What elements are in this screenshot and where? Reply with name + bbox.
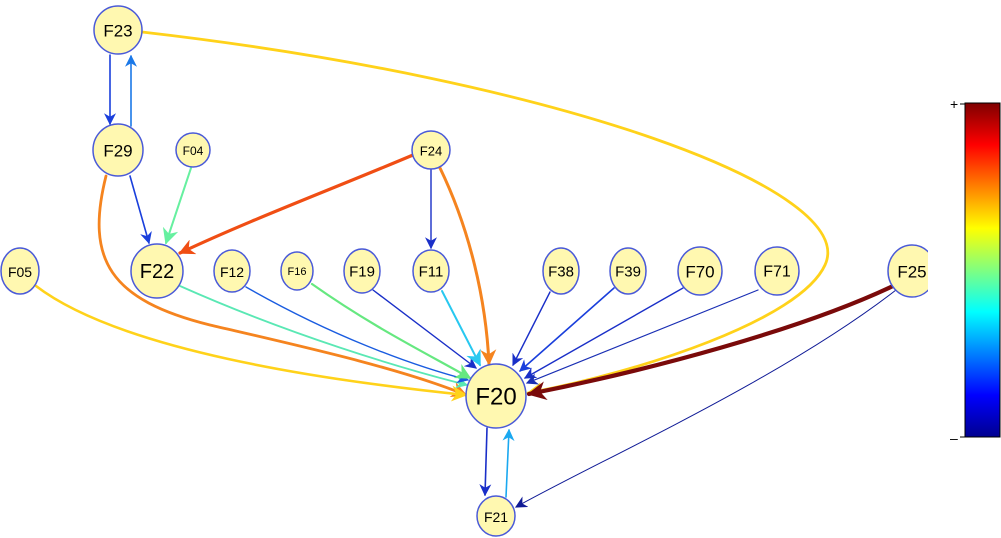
- colorbar-gradient: [964, 102, 1001, 438]
- node-label: F20: [475, 384, 516, 411]
- node-f71: F71: [754, 246, 800, 296]
- node-label: F24: [420, 144, 442, 159]
- node-f19: F19: [343, 248, 381, 294]
- node-circle: [476, 495, 516, 537]
- edge-f24-to-f20: [438, 166, 497, 366]
- node-f70: F70: [677, 246, 723, 296]
- node-label: F22: [140, 261, 174, 283]
- node-circle: [280, 251, 314, 291]
- node-circle: [465, 363, 527, 429]
- edge-f39-to-f20: [519, 287, 615, 372]
- node-label: F23: [103, 22, 132, 41]
- node-label: F05: [8, 264, 32, 280]
- edge-f21-to-f20: [502, 428, 515, 498]
- node-circle: [130, 243, 184, 299]
- node-label: F25: [897, 263, 926, 282]
- node-f24: F24: [411, 130, 451, 170]
- node-f29: F29: [92, 123, 144, 177]
- node-label: F16: [288, 266, 307, 278]
- node-label: F04: [183, 144, 204, 158]
- node-f05: F05: [0, 247, 40, 295]
- node-label: F39: [615, 264, 641, 281]
- node-f11: F11: [412, 249, 450, 293]
- node-circle: [677, 246, 723, 296]
- edge-f05-to-f20: [34, 284, 468, 402]
- node-circle: [175, 132, 211, 168]
- node-f23: F23: [93, 5, 143, 55]
- node-circle: [754, 246, 800, 296]
- edge-f71-to-f20: [525, 289, 759, 385]
- node-circle: [93, 5, 143, 55]
- edge-f23-to-f20: [140, 30, 829, 399]
- edge-f20-to-f21: [479, 427, 492, 497]
- edge-f22-to-f20: [179, 285, 469, 389]
- node-circle: [412, 249, 450, 293]
- node-label: F19: [349, 264, 375, 281]
- node-f16: F16: [280, 251, 314, 291]
- node-circle: [92, 123, 144, 177]
- edge-f12-to-f20: [245, 286, 470, 384]
- colorbar-max-label: +: [950, 96, 958, 112]
- edge-f25-to-f21: [514, 289, 897, 508]
- node-circle: [343, 248, 381, 294]
- edge-f70-to-f20: [523, 287, 684, 379]
- edge-f19-to-f20: [372, 289, 477, 369]
- node-f12: F12: [213, 249, 251, 293]
- node-circle: [411, 130, 451, 170]
- node-circle: [542, 247, 580, 295]
- edge-f04-to-f22: [162, 167, 192, 245]
- node-label: F29: [103, 142, 132, 161]
- node-f38: F38: [542, 247, 580, 295]
- node-circle: [887, 244, 928, 298]
- edge-f38-to-f20: [512, 291, 551, 367]
- node-f04: F04: [175, 132, 211, 168]
- node-f39: F39: [609, 247, 647, 295]
- node-circle: [213, 249, 251, 293]
- node-label: F38: [548, 264, 574, 281]
- colorbar-min-label: –: [950, 430, 958, 446]
- node-f20: F20: [465, 363, 527, 429]
- edge-f24-to-f22: [178, 153, 415, 255]
- edge-f25-to-f20: [526, 283, 896, 400]
- node-label: F11: [419, 264, 444, 281]
- edge-f11-to-f20: [441, 290, 481, 367]
- node-label: F21: [484, 509, 508, 525]
- node-label: F12: [220, 264, 244, 280]
- node-f21: F21: [476, 495, 516, 537]
- edge-f29-to-f22: [129, 175, 152, 245]
- node-f22: F22: [130, 243, 184, 299]
- node-circle: [0, 247, 40, 295]
- node-circle: [609, 247, 647, 295]
- colorbar: + –: [950, 96, 1001, 446]
- node-label: F71: [763, 264, 791, 281]
- edges-layer: [34, 30, 897, 508]
- edge-f29-to-f20: [97, 174, 468, 397]
- node-label: F70: [685, 263, 714, 282]
- edge-f16-to-f20: [310, 282, 472, 380]
- node-f25: F25: [887, 244, 928, 298]
